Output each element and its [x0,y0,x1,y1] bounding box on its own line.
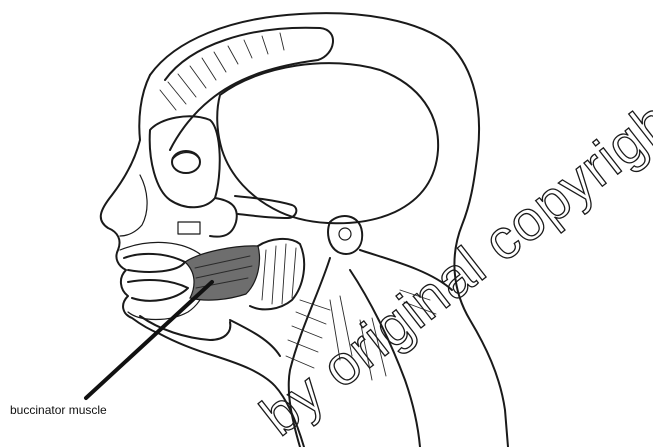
nasalis [120,175,147,236]
upper-lip [124,254,185,272]
nasal-box [178,222,200,234]
ear-canal [339,228,351,240]
scalp-muscle [165,28,333,150]
neck-muscle-front [230,320,280,356]
zygomatic-region [210,198,237,237]
eye [172,151,200,173]
ear [328,216,362,254]
lower-lip [128,280,188,301]
figure-label: buccinator muscle [10,403,107,417]
watermark: by original copyright [249,78,653,447]
orbicularis-oculi [150,116,220,207]
temporalis-region [217,63,438,223]
buccinator-muscle [185,246,260,300]
label-pointer-line [86,282,212,398]
masseter-hatching [262,244,296,304]
